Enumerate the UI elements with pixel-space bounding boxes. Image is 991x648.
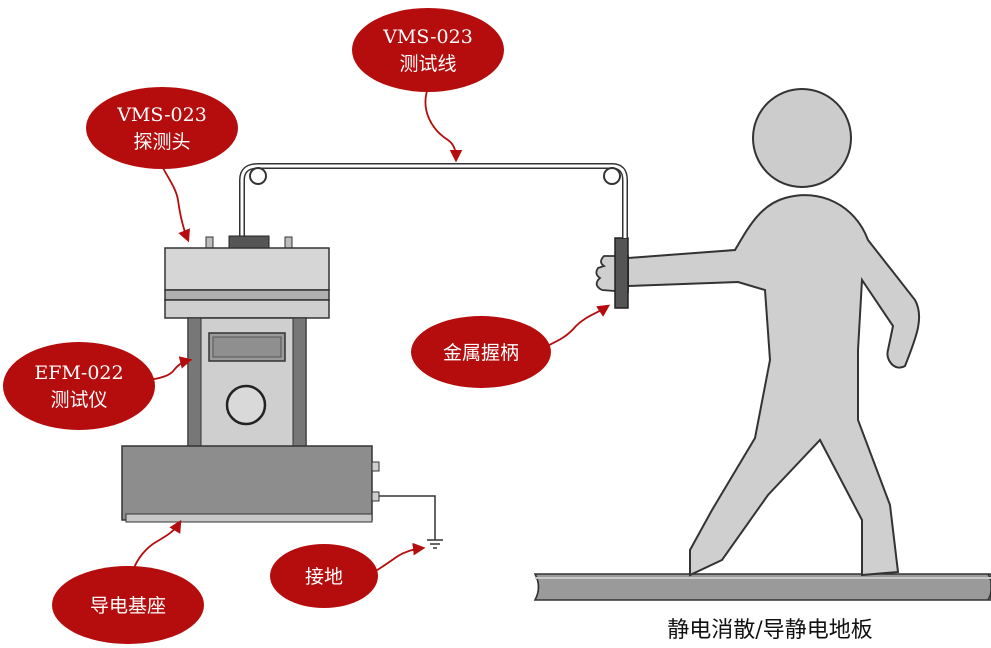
callout-handle: 金属握柄 [411, 316, 551, 388]
callout-handle-label: 金属握柄 [443, 342, 519, 364]
metal-handle [614, 237, 629, 309]
arrow-ground [373, 542, 426, 573]
ground-symbol [379, 495, 443, 549]
test-lead-cable [239, 163, 628, 238]
walking-person-figure [595, 88, 921, 577]
arrow-test-lead [424, 87, 463, 163]
floor-caption: 静电消散/导静电地板 [667, 618, 872, 643]
callout-test-lead-model: VMS-023 [382, 26, 473, 48]
callout-test-lead-name: 测试线 [399, 53, 456, 75]
callout-probe: VMS-023 探测头 [86, 87, 238, 169]
callout-meter: EFM-022 测试仪 [3, 342, 155, 430]
arrow-handle [546, 304, 611, 347]
callout-meter-model: EFM-022 [34, 362, 123, 384]
callout-base-label: 导电基座 [90, 595, 166, 617]
conductive-base [121, 445, 380, 523]
callout-base: 导电基座 [52, 566, 204, 644]
callout-ground-label: 接地 [305, 566, 343, 588]
person-body [627, 194, 921, 577]
arrow-base [133, 519, 182, 569]
arrow-meter [149, 356, 193, 381]
person-head [752, 88, 852, 188]
floor [533, 573, 991, 601]
probe-head [164, 235, 330, 319]
callout-test-lead: VMS-023 测试线 [352, 8, 504, 92]
meter-knob [225, 384, 267, 426]
callout-arrows [133, 87, 611, 573]
efm-meter-body [187, 317, 307, 449]
callout-ground: 接地 [270, 544, 378, 608]
arrow-probe [161, 165, 190, 243]
callout-probe-name: 探测头 [133, 131, 190, 153]
callout-probe-model: VMS-023 [116, 104, 207, 126]
callout-meter-name: 测试仪 [50, 389, 107, 411]
